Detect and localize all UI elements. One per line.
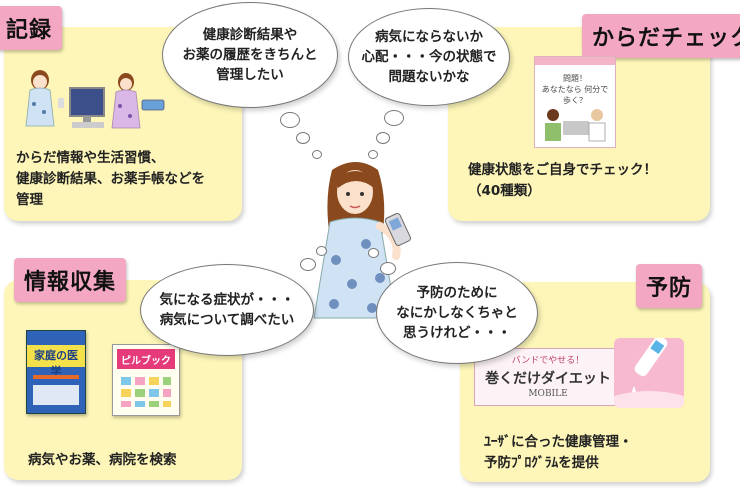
woman-with-phone-figure bbox=[313, 162, 411, 319]
record-tag: 記録 bbox=[0, 6, 63, 50]
thought-bubble-small bbox=[280, 112, 300, 128]
check-description: 健康状態をご自身でチェック！ （40種類） bbox=[468, 160, 657, 202]
check-line-2: （40種類） bbox=[468, 183, 541, 199]
thought-bubble-small bbox=[380, 262, 396, 275]
thought-bubble-small bbox=[368, 150, 378, 159]
dropper-icon bbox=[614, 338, 684, 408]
thought-cloud-health-records: 健康診断結果や お薬の履歴をきちんと 管理したい bbox=[162, 2, 338, 108]
woman-with-device-figure bbox=[111, 73, 165, 129]
thought-mid-right-line-1: 予防のために bbox=[416, 285, 498, 301]
thought-top-right-line-3: 問題ないかな bbox=[388, 69, 470, 85]
thought-bubble-small bbox=[296, 132, 310, 144]
record-line-1: からだ情報や生活習慣、 bbox=[16, 150, 165, 166]
thought-bubble-small bbox=[312, 150, 322, 159]
thought-bubble-small bbox=[316, 246, 327, 256]
info-line-1: 病気やお薬、病院を検索 bbox=[28, 452, 177, 468]
thought-mid-right-line-2: なにかしなくちゃと bbox=[396, 305, 518, 321]
check-tag: からだチェック bbox=[582, 14, 740, 58]
thought-top-right-line-1: 病気にならないか bbox=[375, 29, 483, 45]
consultation-figure bbox=[545, 109, 606, 142]
check-screen-line-2: あなたなら 何分で歩く？ bbox=[541, 85, 609, 105]
skincare-illustration bbox=[614, 338, 684, 408]
thought-top-left-line-3: 管理したい bbox=[216, 67, 284, 83]
thought-bubble-small bbox=[384, 110, 404, 126]
info-tag: 情報収集 bbox=[14, 258, 127, 302]
diet-banner: バンドでやせる！ 巻くだけダイエット MOBILE bbox=[474, 348, 622, 406]
thought-mid-left-line-1: 気になる症状が・・・ bbox=[159, 292, 295, 308]
thought-bubble-small bbox=[368, 248, 379, 258]
check-screen-text: 問題！ あなたなら 何分で歩く？ bbox=[539, 73, 611, 106]
thought-cloud-health-worry: 病気にならないか 心配・・・今の状態で 問題ないかな bbox=[348, 8, 510, 106]
check-screen-illustration: 問題！ あなたなら 何分で歩く？ bbox=[534, 56, 616, 148]
thought-top-left-line-1: 健康診断結果や bbox=[202, 27, 298, 43]
home-medicine-book-title: 家庭の医学 bbox=[34, 349, 78, 378]
check-line-1: 健康状態をご自身でチェック！ bbox=[468, 162, 657, 178]
computer-monitor-figure bbox=[69, 87, 105, 128]
record-description: からだ情報や生活習慣、 健康診断結果、お薬手帳などを 管理 bbox=[16, 148, 205, 211]
thought-mid-left-line-2: 病気について調べたい bbox=[159, 312, 295, 328]
thought-bubble-small bbox=[376, 132, 390, 144]
mobile-phone-icon bbox=[384, 212, 411, 246]
home-medicine-book: 家庭の医学 bbox=[26, 330, 86, 414]
record-line-2: 健康診断結果、お薬手帳などを bbox=[16, 171, 205, 187]
prevention-line-2: 予防ﾌﾟﾛｸﾞﾗﾑを提供 bbox=[484, 455, 599, 471]
thought-cloud-prevention: 予防のために なにかしなくちゃと 思うけれど・・・ bbox=[376, 262, 538, 364]
check-screen-line-1: 問題！ bbox=[563, 74, 587, 83]
prevention-tag: 予防 bbox=[636, 264, 703, 308]
thought-bubble-small bbox=[300, 258, 316, 271]
pill-grid-figure bbox=[121, 377, 171, 407]
info-description: 病気やお薬、病院を検索 bbox=[28, 450, 177, 471]
woman-at-computer-figure bbox=[25, 70, 64, 127]
thought-top-left-line-2: お薬の履歴をきちんと bbox=[182, 47, 318, 63]
prevention-description: ﾕｰｻﾞに合った健康管理・ 予防ﾌﾟﾛｸﾞﾗﾑを提供 bbox=[484, 432, 633, 474]
record-line-3: 管理 bbox=[16, 192, 43, 208]
diet-banner-sub: MOBILE bbox=[528, 389, 568, 399]
pill-book-title: ピルブック bbox=[121, 356, 171, 367]
thought-cloud-symptoms: 気になる症状が・・・ 病気について調べたい bbox=[140, 264, 314, 356]
prevention-line-1: ﾕｰｻﾞに合った健康管理・ bbox=[484, 434, 633, 450]
pill-book: ピルブック bbox=[112, 344, 180, 416]
diet-banner-top: バンドでやせる！ bbox=[511, 356, 585, 366]
thought-mid-right-line-3: 思うけれど・・・ bbox=[403, 325, 511, 341]
thought-top-right-line-2: 心配・・・今の状態で bbox=[361, 49, 497, 65]
diet-banner-main: 巻くだけダイエット bbox=[485, 371, 611, 387]
record-illustration bbox=[25, 70, 165, 129]
